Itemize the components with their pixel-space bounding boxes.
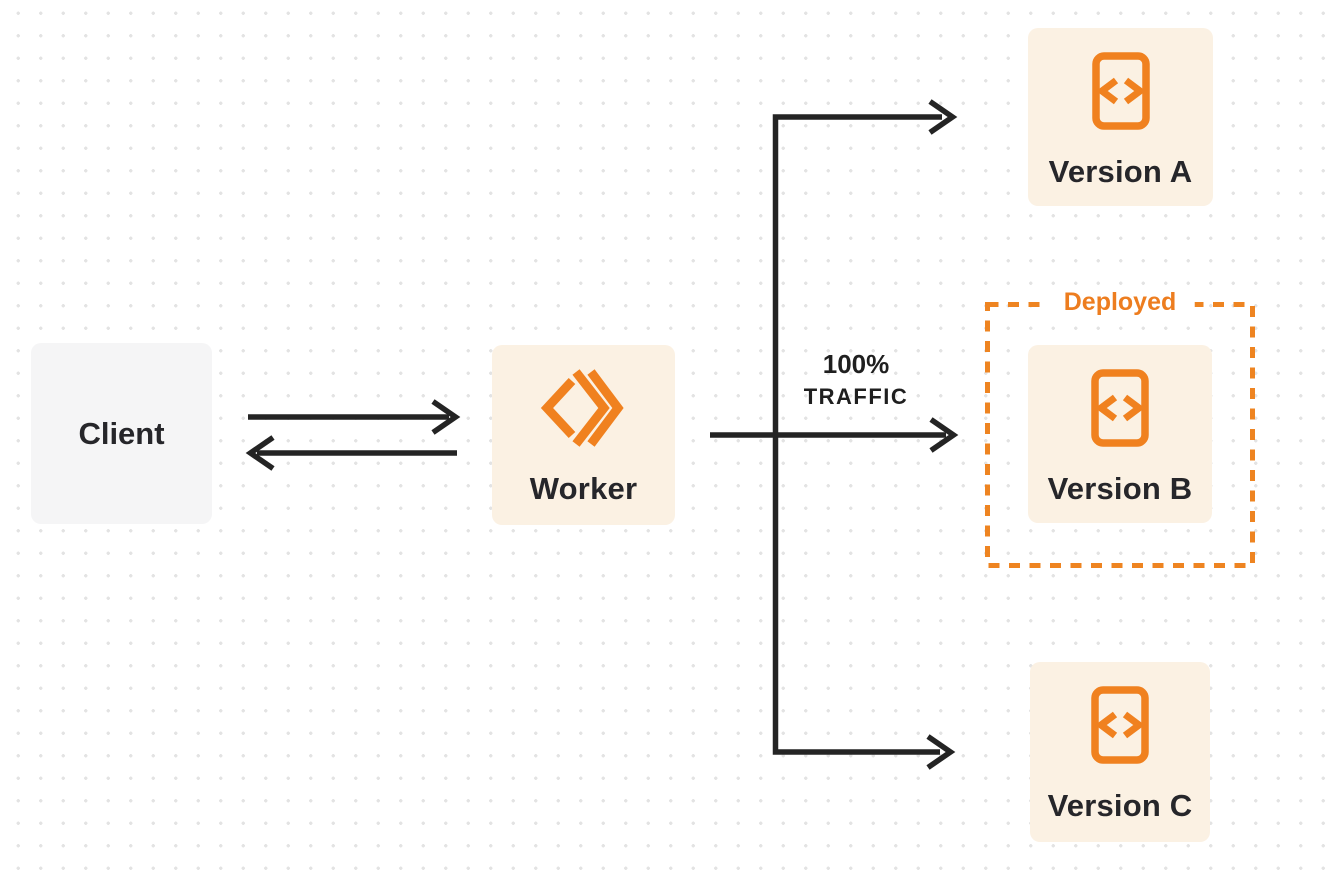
version-c-node: Version C [1030, 662, 1210, 842]
traffic-word-text: TRAFFIC [803, 384, 909, 409]
version-b-arrowhead-icon [929, 417, 959, 453]
traffic-label: 100% TRAFFIC [786, 351, 926, 408]
worker-node: Worker [492, 345, 675, 525]
traffic-percent-text: 100% [822, 349, 890, 379]
version-c-arrowhead-icon [926, 734, 956, 770]
client-node: Client [31, 343, 212, 524]
client-to-worker-arrowhead-icon [431, 399, 461, 435]
version-b-label: Version B [1047, 471, 1193, 506]
client-label: Client [78, 415, 165, 451]
deployed-group-box: Deployed [985, 286, 1255, 568]
version-a-label: Version A [1048, 154, 1193, 189]
worker-to-client-arrowhead-icon [245, 435, 275, 471]
code-file-icon [1091, 686, 1149, 764]
code-file-icon [1091, 52, 1150, 130]
traffic-split-trunk-line [772, 114, 942, 755]
worker-label: Worker [529, 471, 638, 506]
version-a-node: Version A [1028, 28, 1213, 206]
version-c-label: Version C [1047, 788, 1193, 823]
version-b-node: Version B [1028, 345, 1212, 523]
version-a-arrowhead-icon [928, 99, 958, 135]
code-file-icon [1091, 369, 1149, 447]
deployed-label: Deployed [1045, 286, 1195, 318]
cloudflare-workers-icon [540, 369, 624, 447]
